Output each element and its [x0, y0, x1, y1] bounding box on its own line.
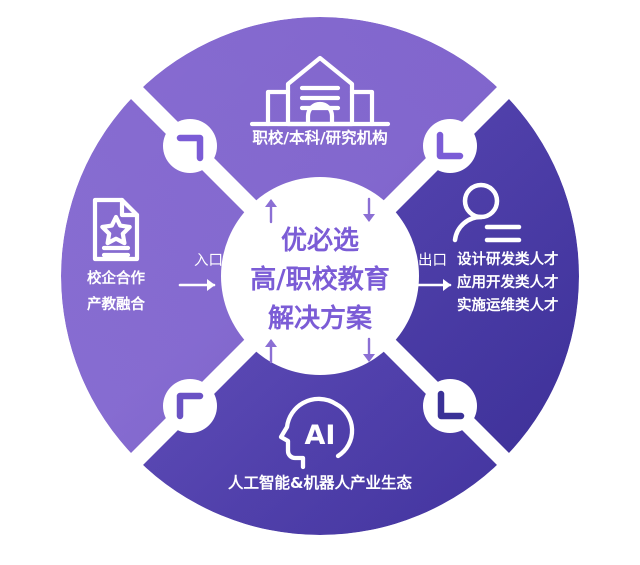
marker-bottom-left: [164, 380, 216, 432]
bottom-right-arrow-icon: [363, 337, 375, 362]
gate-entry-arrow-icon: [178, 279, 216, 291]
marker-top-left: [164, 120, 216, 172]
segment-right-label-1: 设计研发类人才: [457, 250, 559, 268]
document-star-icon: [92, 197, 140, 262]
marker-top-right: [424, 120, 476, 172]
segment-left[interactable]: 校企合作 产教融合: [87, 197, 145, 313]
gate-entry: 入口: [178, 253, 223, 291]
person-list-icon: [452, 182, 522, 243]
segment-right-label-2: 应用开发类人才: [457, 273, 559, 291]
segment-right[interactable]: 设计研发类人才 应用开发类人才 实施运维类人才: [452, 182, 559, 314]
corner-markers: [164, 120, 476, 432]
segment-bottom[interactable]: AI 人工智能&机器人产业生态: [228, 396, 413, 492]
center-title: 优必选 高/职校教育 解决方案: [250, 226, 390, 334]
flow-arrows: [265, 197, 375, 364]
gate-exit-arrow-icon: [415, 279, 452, 291]
marker-bottom-right: [424, 380, 476, 432]
center-title-line-1: 优必选: [281, 226, 359, 256]
segment-bottom-label: 人工智能&机器人产业生态: [228, 473, 413, 492]
bottom-left-arrow-icon: [265, 339, 277, 364]
center-title-line-3: 解决方案: [268, 303, 373, 334]
segment-right-label-3: 实施运维类人才: [457, 296, 559, 314]
ai-head-icon-text: AI: [305, 420, 336, 451]
gate-entry-label: 入口: [194, 253, 223, 269]
gate-exit: 出口: [415, 252, 452, 291]
segment-left-label-1: 校企合作: [87, 269, 145, 287]
segment-top[interactable]: 职校/本科/研究机构: [249, 55, 391, 147]
center-title-line-2: 高/职校教育: [250, 264, 390, 295]
segment-top-label: 职校/本科/研究机构: [252, 128, 387, 147]
top-right-arrow-icon: [363, 197, 375, 222]
segment-left-label-2: 产教融合: [87, 295, 145, 313]
school-building-icon: [249, 55, 391, 127]
ai-head-icon: [278, 396, 355, 470]
top-left-arrow-icon: [265, 199, 277, 224]
gate-exit-label: 出口: [418, 252, 447, 269]
